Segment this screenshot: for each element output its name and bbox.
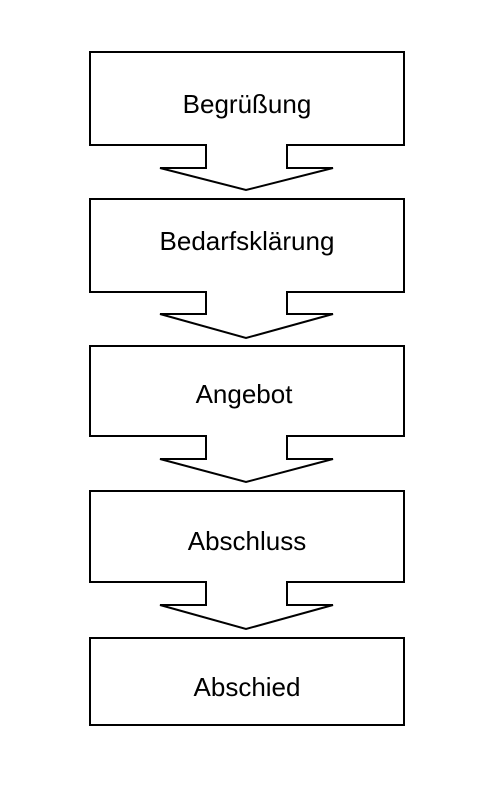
- step-label: Abschluss: [188, 526, 307, 556]
- step-label: Begrüßung: [183, 89, 312, 119]
- step-shape: [89, 198, 405, 340]
- step-angebot: Angebot: [89, 345, 405, 484]
- step-label: Angebot: [196, 379, 294, 409]
- step-bedarfsklaerung: Bedarfsklärung: [89, 198, 405, 340]
- step-abschied: Abschied: [89, 637, 405, 726]
- step-shape: [89, 490, 405, 631]
- step-shape: [89, 51, 405, 192]
- step-label: Abschied: [194, 672, 301, 702]
- step-shape: [89, 637, 405, 726]
- step-abschluss: Abschluss: [89, 490, 405, 631]
- step-shape: [89, 345, 405, 484]
- step-begruessung: Begrüßung: [89, 51, 405, 192]
- step-label: Bedarfsklärung: [160, 226, 335, 256]
